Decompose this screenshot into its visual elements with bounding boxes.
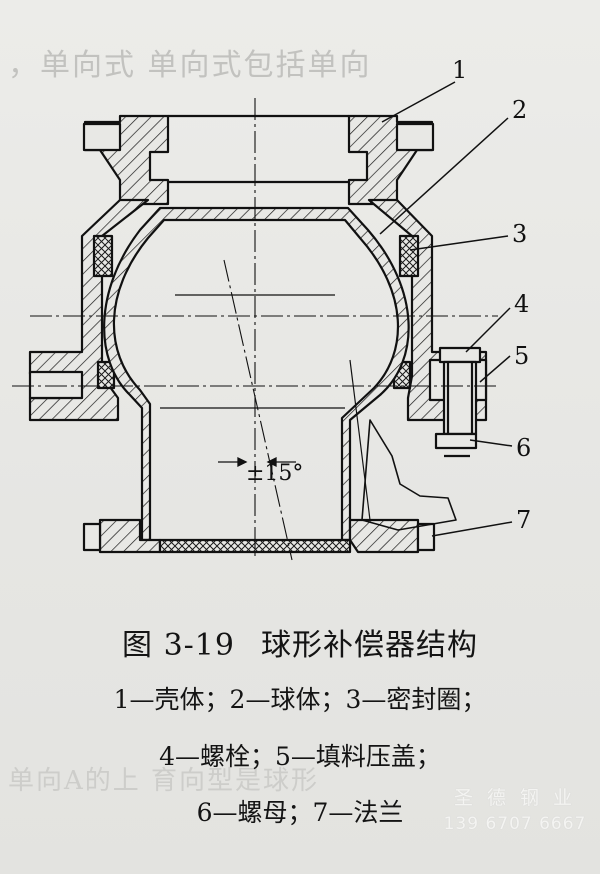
sealing-rings — [92, 234, 420, 390]
leader-lines — [379, 81, 513, 537]
pipe-support-bracket — [361, 419, 457, 531]
callout-4: 4 — [514, 290, 529, 318]
legend-line-3: 6—螺母；7—法兰 — [196, 798, 404, 827]
legend-line-1: 1—壳体；2—球体；3—密封圈； — [113, 685, 487, 714]
callout-1: 1 — [452, 56, 467, 84]
bolt-and-nut — [434, 346, 482, 458]
callout-5: 5 — [514, 342, 529, 370]
ball-body — [103, 206, 410, 542]
top-flange — [82, 114, 435, 206]
figure-caption: 图 3-19 球形补偿器结构 — [0, 620, 600, 664]
centerlines — [12, 98, 500, 561]
watermark-phone: 139 6707 6667 — [443, 814, 587, 834]
ball-joint-compensator-drawing: ±15° 1 2 3 4 5 6 7 — [12, 56, 531, 561]
figure-title: 球形补偿器结构 — [260, 628, 478, 663]
figure-number: 图 3-19 — [122, 628, 235, 663]
bleed-through-text-bottom: 单向A的上 育向型是球形 — [8, 766, 320, 796]
angle-dimension — [218, 456, 296, 468]
legend-line-2: 4—螺栓；5—填料压盖； — [159, 742, 441, 771]
callout-6: 6 — [516, 434, 531, 462]
bleed-through-text-top: ，单向式 单向式包括单向 — [8, 48, 372, 83]
callout-2: 2 — [512, 96, 527, 124]
callout-7: 7 — [516, 506, 531, 534]
inner-lines — [160, 294, 371, 521]
angle-label: ±15° — [246, 461, 303, 486]
callout-3: 3 — [512, 220, 527, 248]
watermark-company: 圣 德 钢 业 — [453, 787, 577, 809]
